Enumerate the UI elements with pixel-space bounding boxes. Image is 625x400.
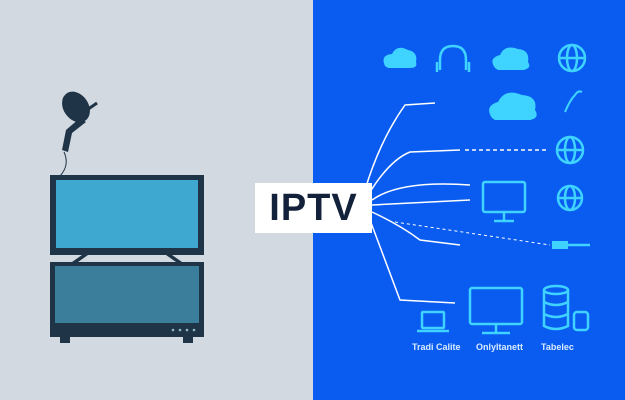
music-note-icon	[564, 90, 583, 113]
caption-heading: Tradi Calite	[412, 342, 461, 352]
caption-heading: Onlyltanett	[476, 342, 524, 352]
television-icon	[50, 175, 204, 262]
satellite-dish-icon	[59, 91, 98, 177]
iptv-title: IPTV	[255, 183, 372, 233]
cloud-icon	[383, 47, 417, 68]
monitor-icon	[481, 180, 527, 223]
cloud-icon	[492, 47, 530, 70]
globe-icon	[557, 43, 587, 73]
laptop-icon	[417, 310, 449, 333]
cloud-icon	[489, 92, 537, 120]
storage-icon	[572, 310, 590, 332]
set-top-box-icon	[50, 262, 204, 343]
connection-arrows	[364, 102, 551, 304]
globe-icon	[556, 184, 584, 212]
cable-icon	[552, 241, 590, 249]
headphones-icon	[435, 44, 471, 72]
database-icon	[542, 284, 570, 331]
monitor-icon	[468, 286, 524, 335]
caption-heading: Tabelec	[541, 342, 574, 352]
globe-icon	[555, 135, 585, 165]
